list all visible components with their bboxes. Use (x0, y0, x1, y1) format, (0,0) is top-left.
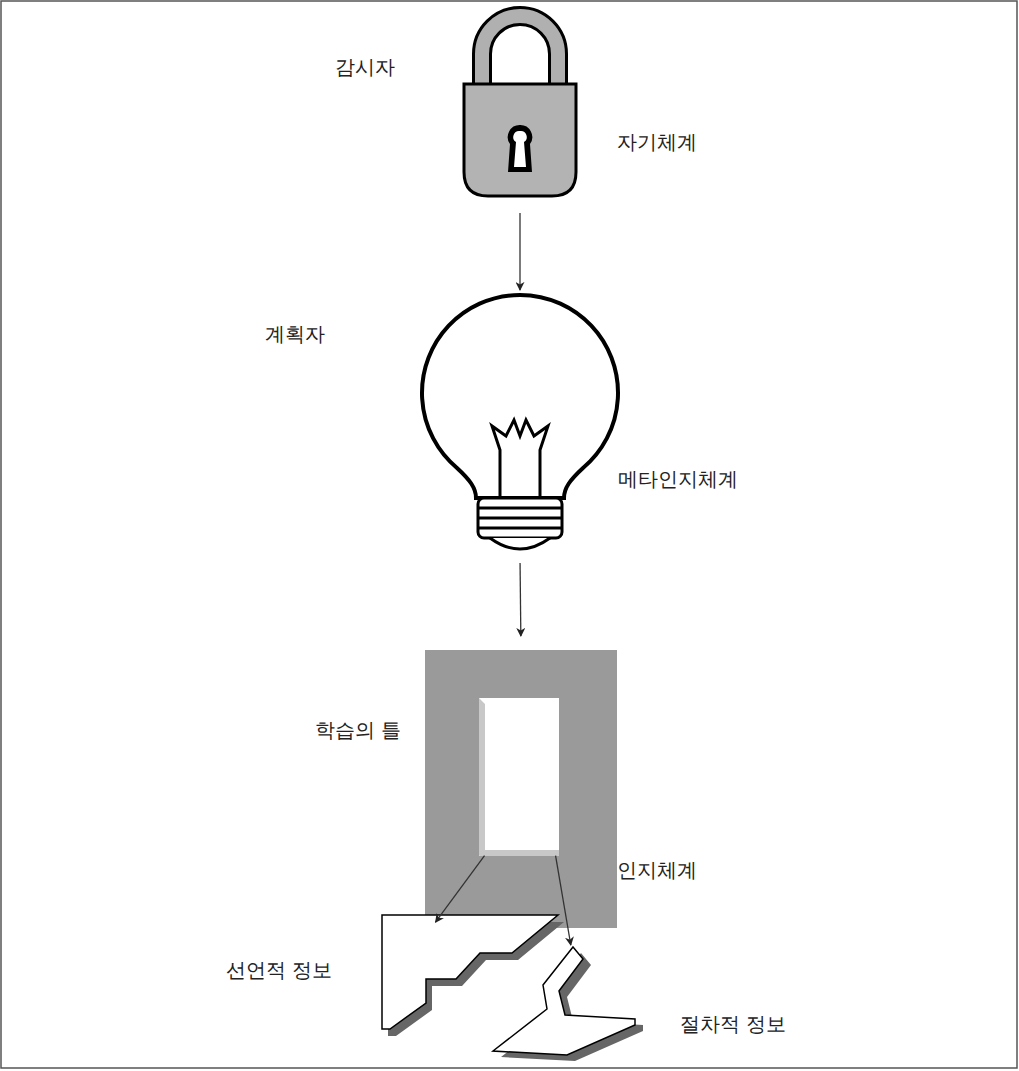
lock-icon-graphic (460, 12, 580, 200)
node-label: 메타인지체계 (618, 467, 738, 491)
frame-icon-graphic (425, 650, 617, 928)
lock-body (464, 84, 576, 196)
flow-arrow (519, 213, 520, 290)
node-label: 계획자 (265, 322, 325, 346)
node-label: 선언적 정보 (226, 958, 332, 982)
node-label: 절차적 정보 (680, 1012, 786, 1036)
lock-shackle-outline (482, 16, 558, 86)
puzzle-piece-graphic (485, 945, 650, 1063)
bulb-ridge (478, 527, 562, 530)
piece-face (493, 947, 635, 1055)
frame-icon: 학습의 틀인지체계 (425, 650, 617, 928)
lightbulb-icon-graphic (418, 298, 622, 558)
node-label: 학습의 틀 (315, 718, 401, 742)
puzzle-piece: 절차적 정보 (485, 945, 650, 1063)
frame-opening (479, 698, 559, 856)
bulb-glass (422, 295, 618, 498)
flow-arrow (556, 856, 571, 945)
icon-group (493, 947, 643, 1061)
frame-outer (425, 650, 617, 928)
lock-icon: 감시자자기체계 (460, 12, 580, 200)
icon-group (464, 16, 576, 196)
piece-face (382, 915, 558, 1029)
icon-group (422, 295, 618, 549)
bulb-filament (492, 420, 548, 498)
bulb-ridge (478, 517, 562, 520)
node-label: 자기체계 (617, 130, 697, 154)
lock-shackle (482, 16, 558, 86)
node-label: 감시자 (335, 55, 395, 79)
bulb-tip (490, 538, 550, 549)
keyhole-inner (513, 131, 527, 167)
lightbulb-icon: 계획자메타인지체계 (418, 298, 622, 558)
bulb-base (478, 498, 562, 538)
flow-arrow (519, 563, 521, 636)
keyhole (508, 125, 533, 172)
frame-opening-shade (479, 698, 559, 856)
icon-group (425, 650, 617, 928)
node-label: 인지체계 (617, 858, 697, 882)
flow-arrow (436, 856, 485, 922)
bulb-ridge (478, 507, 562, 510)
